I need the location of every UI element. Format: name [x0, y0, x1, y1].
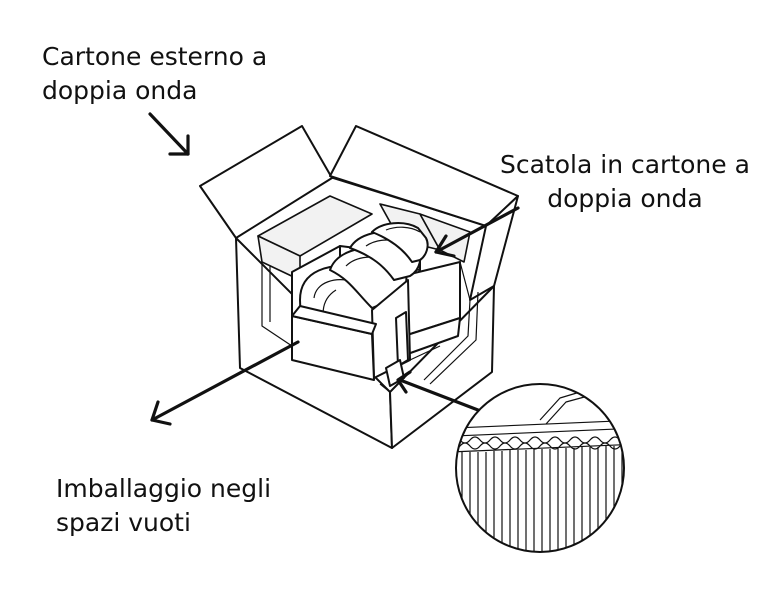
- arrow-zoom-detail: [396, 370, 480, 412]
- label-void-fill-line1: Imballaggio negli: [56, 474, 272, 503]
- label-inner-box: Scatola in cartone a doppia onda: [500, 148, 750, 216]
- label-inner-box-line1: Scatola in cartone a: [500, 150, 750, 179]
- inner-box-front: [291, 279, 441, 393]
- label-void-fill-line2: spazi vuoti: [56, 508, 191, 537]
- label-outer-box-line2: doppia onda: [42, 76, 198, 105]
- label-outer-box: Cartone esterno a doppia onda: [42, 40, 267, 108]
- corrugation-zoom: [455, 383, 625, 553]
- label-void-fill: Imballaggio negli spazi vuoti: [56, 472, 271, 540]
- product-items: [299, 222, 429, 338]
- arrow-outer-box: [148, 112, 190, 156]
- label-inner-box-line2: doppia onda: [547, 184, 703, 213]
- label-outer-box-line1: Cartone esterno a: [42, 42, 268, 71]
- arrow-inner-box: [434, 206, 520, 258]
- arrow-void-fill: [150, 340, 300, 426]
